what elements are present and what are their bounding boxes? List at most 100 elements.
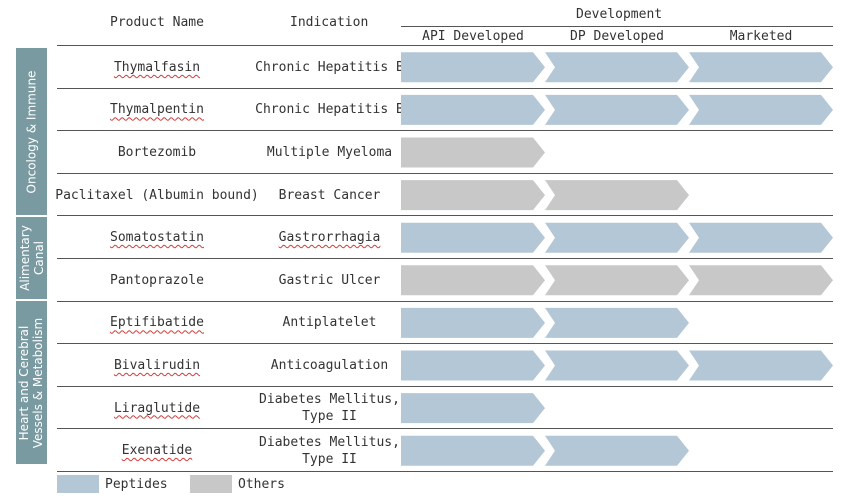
product-name-text: Pantoprazole — [110, 272, 204, 288]
product-name: Exenatide — [57, 429, 257, 472]
stage-arrow — [545, 52, 689, 83]
header-development: Development — [576, 7, 663, 22]
table-row: Exenatide Diabetes Mellitus, Type II — [57, 429, 833, 472]
group-alimentary-canal: Alimentary Canal — [16, 217, 47, 299]
indication: Gastric Ulcer — [257, 259, 402, 302]
development-underline — [401, 26, 833, 27]
legend-swatch-peptides — [57, 475, 99, 493]
header-product-name: Product Name — [110, 15, 204, 30]
stage-arrow — [401, 307, 545, 338]
header-indication: Indication — [290, 15, 369, 30]
row-divider — [57, 87, 833, 89]
product-name: Thymalfasin — [57, 46, 257, 89]
stage-arrow — [545, 307, 689, 338]
row-divider — [57, 471, 833, 472]
indication-text: Breast Cancer — [278, 187, 381, 203]
table-row: Bivalirudin Anticoagulation — [57, 344, 833, 387]
stage-arrow — [545, 350, 689, 381]
row-divider — [57, 45, 833, 46]
stage-arrow — [401, 393, 545, 424]
stage-arrow — [689, 222, 833, 253]
table-row: Somatostatin Gastrorrhagia — [57, 216, 833, 259]
row-divider — [57, 385, 833, 387]
table-row: Thymalpentin Chronic Hepatitis B — [57, 89, 833, 132]
product-name-text: Exenatide — [121, 443, 193, 459]
product-name-text: Paclitaxel (Albumin bound) — [55, 187, 259, 203]
indication: Chronic Hepatitis B — [255, 46, 404, 89]
indication-text: Chronic Hepatitis B — [255, 102, 404, 118]
product-name: Liraglutide — [57, 387, 257, 430]
stage-arrow — [689, 350, 833, 381]
stage-arrow — [401, 350, 545, 381]
indication-text: Diabetes Mellitus, Type II — [259, 434, 400, 467]
stage-arrow — [689, 94, 833, 125]
stage-arrow — [545, 435, 689, 466]
indication: Diabetes Mellitus, Type II — [257, 429, 402, 472]
indication-text: Multiple Myeloma — [266, 144, 393, 160]
header-stage-marketed: Marketed — [729, 29, 793, 44]
indication-text: Antiplatelet — [282, 315, 377, 331]
indication: Anticoagulation — [257, 344, 402, 387]
stage-arrow — [689, 265, 833, 296]
stage-arrow — [401, 137, 545, 168]
indication-text: Diabetes Mellitus, Type II — [259, 392, 400, 425]
product-name-text: Eptifibatide — [110, 315, 204, 331]
row-divider — [57, 215, 833, 217]
product-name-text: Thymalfasin — [113, 59, 201, 75]
product-name: Thymalpentin — [57, 89, 257, 132]
stage-arrow — [401, 180, 545, 211]
row-divider — [57, 300, 833, 302]
row-divider — [57, 343, 833, 345]
indication-text: Gastrorrhagia — [278, 230, 381, 246]
product-name-text: Bortezomib — [117, 144, 197, 160]
product-name: Bivalirudin — [57, 344, 257, 387]
stage-arrow — [401, 435, 545, 466]
stage-arrow — [401, 52, 545, 83]
product-name-text: Liraglutide — [113, 400, 201, 416]
header-stage-api: API Developed — [422, 29, 524, 44]
stage-arrow — [545, 94, 689, 125]
row-divider — [57, 172, 833, 174]
indication: Gastrorrhagia — [257, 216, 402, 259]
legend-swatch-others — [190, 475, 232, 493]
product-name-text: Thymalpentin — [110, 102, 204, 118]
table-row: Liraglutide Diabetes Mellitus, Type II — [57, 387, 833, 430]
indication: Breast Cancer — [257, 174, 402, 217]
indication-text: Chronic Hepatitis B — [255, 59, 404, 75]
legend-others: Others — [190, 475, 285, 493]
product-name-text: Bivalirudin — [113, 357, 201, 373]
table-row: Paclitaxel (Albumin bound) Breast Cancer — [55, 174, 833, 217]
legend-peptides: Peptides — [57, 475, 168, 493]
header-stage-dp: DP Developed — [570, 29, 664, 44]
product-name-text: Somatostatin — [110, 230, 204, 246]
indication: Chronic Hepatitis B — [255, 89, 404, 132]
product-name: Eptifibatide — [57, 302, 257, 345]
product-name: Somatostatin — [57, 216, 257, 259]
table-row: Bortezomib Multiple Myeloma — [57, 131, 833, 174]
stage-arrow — [545, 265, 689, 296]
stage-arrow — [545, 222, 689, 253]
table-row: Eptifibatide Antiplatelet — [57, 302, 833, 345]
row-divider — [57, 258, 833, 259]
stage-arrow — [401, 265, 545, 296]
row-divider — [57, 428, 833, 430]
table-row: Thymalfasin Chronic Hepatitis B — [57, 46, 833, 89]
stage-arrow — [401, 94, 545, 125]
table-row: Pantoprazole Gastric Ulcer — [57, 259, 833, 302]
indication: Multiple Myeloma — [257, 131, 402, 174]
legend-label: Peptides — [105, 476, 168, 492]
group-heart-cerebral-metabolism: Heart and Cerebral Vessels & Metabolism — [16, 301, 47, 464]
indication-text: Anticoagulation — [270, 357, 389, 373]
indication: Diabetes Mellitus, Type II — [257, 387, 402, 430]
stage-arrow — [401, 222, 545, 253]
stage-arrow — [689, 52, 833, 83]
product-name: Pantoprazole — [57, 259, 257, 302]
stage-arrow — [545, 180, 689, 211]
legend-label: Others — [238, 476, 285, 492]
indication: Antiplatelet — [257, 302, 402, 345]
product-name: Paclitaxel (Albumin bound) — [55, 174, 259, 217]
product-name: Bortezomib — [57, 131, 257, 174]
indication-text: Gastric Ulcer — [278, 272, 381, 288]
row-divider — [57, 130, 833, 132]
